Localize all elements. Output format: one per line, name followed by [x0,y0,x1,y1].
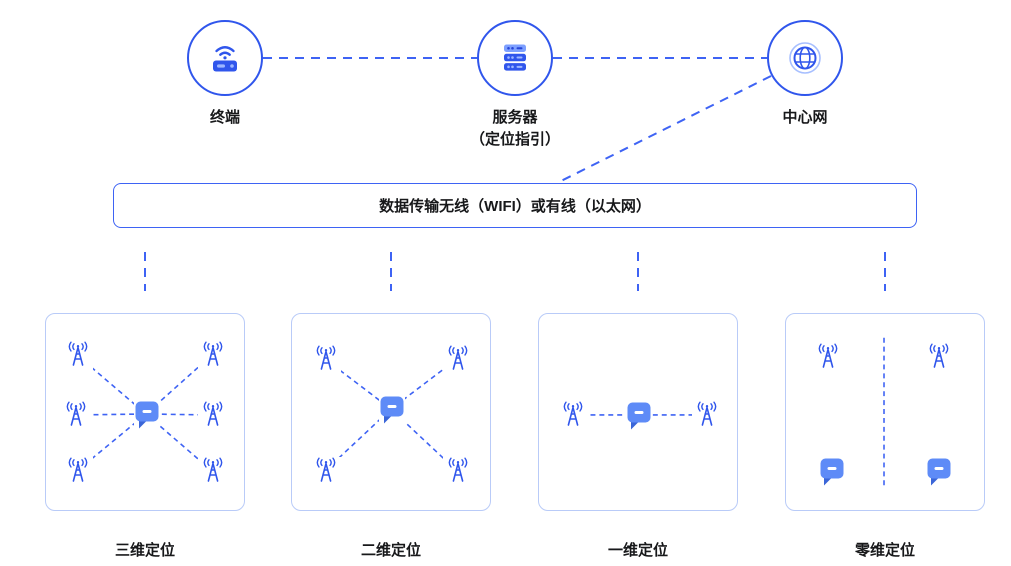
panel-label-3d: 三维定位 [114,542,175,559]
antenna-icon [63,341,93,371]
node-core-network: 中心网 [725,20,885,129]
server-label-line2: （定位指引） [469,130,560,148]
globe-icon [783,36,827,80]
panel-label-0d: 零维定位 [854,542,915,559]
antenna-icon [311,457,341,487]
transmission-box: 数据传输无线（WIFI）或有线（以太网） [113,183,917,228]
panel-3d-positioning [45,313,245,511]
antenna-icon [558,401,588,431]
antenna-icon [813,343,843,373]
router-icon [203,36,247,80]
antenna-icon [198,457,228,487]
terminal-label: 终端 [209,109,240,126]
node-server: 服务器 （定位指引） [435,20,595,151]
tag-icon [379,395,405,425]
core-network-circle [767,20,843,96]
server-label-line1: 服务器 [492,109,538,126]
antenna-icon [443,457,473,487]
panel-label-2d: 二维定位 [360,542,421,559]
antenna-icon [198,341,228,371]
antenna-icon [198,401,228,431]
server-circle [477,20,553,96]
panel-2d-positioning [291,313,491,511]
panel-1d-positioning [538,313,738,511]
tag-icon [926,457,952,487]
panel-label-1d: 一维定位 [607,542,668,559]
antenna-icon [924,343,954,373]
tag-icon [134,400,160,430]
ray-lines-0d [883,337,885,487]
panel-0d-positioning [785,313,985,511]
server-icon [493,36,537,80]
antenna-icon [443,345,473,375]
antenna-icon [63,457,93,487]
server-label: 服务器 （定位指引） [470,107,560,151]
core-network-label: 中心网 [782,109,828,126]
antenna-icon [311,345,341,375]
node-terminal: 终端 [145,20,305,129]
antenna-icon [692,401,722,431]
tag-icon [626,401,652,431]
terminal-circle [187,20,263,96]
tag-icon [819,457,845,487]
transmission-label: 数据传输无线（WIFI）或有线（以太网） [379,198,651,215]
antenna-icon [61,401,91,431]
